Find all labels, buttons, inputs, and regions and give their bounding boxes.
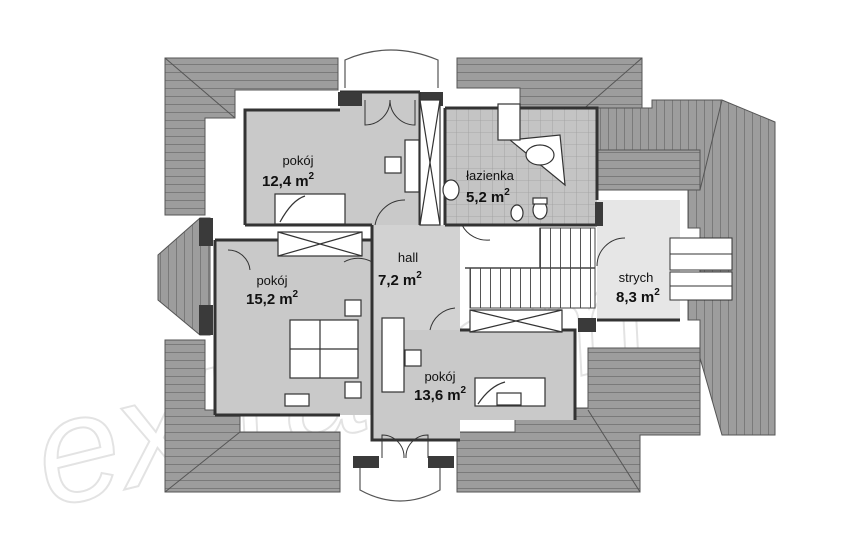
svg-text:13,6m2: 13,6m2 (414, 385, 467, 404)
svg-text:pokój: pokój (256, 273, 287, 288)
svg-text:pokój: pokój (424, 369, 455, 384)
svg-text:hall: hall (398, 250, 418, 265)
svg-text:łazienka: łazienka (466, 168, 514, 183)
furniture-small (284, 139, 522, 407)
beds (274, 193, 546, 407)
wardrobes (277, 99, 563, 333)
bay-window-bottom (359, 458, 441, 502)
roof (157, 57, 776, 493)
doors (227, 99, 626, 459)
bathroom-fixtures (442, 103, 566, 222)
bay-window-top (344, 49, 439, 88)
svg-text:7,2m2: 7,2m2 (378, 270, 422, 289)
svg-text:12,4m2: 12,4m2 (262, 171, 315, 190)
svg-text:5,2m2: 5,2m2 (466, 187, 510, 206)
svg-text:pokój: pokój (282, 153, 313, 168)
svg-text:15,2m2: 15,2m2 (246, 289, 299, 308)
svg-text:strych: strych (619, 270, 654, 285)
roof-windows (669, 237, 733, 301)
svg-text:8,3m2: 8,3m2 (616, 287, 660, 306)
